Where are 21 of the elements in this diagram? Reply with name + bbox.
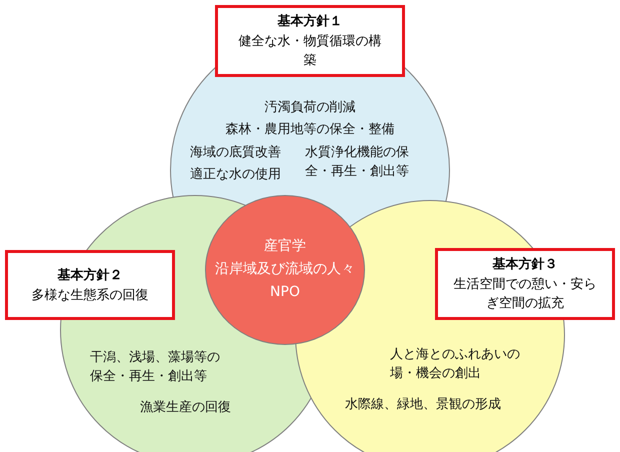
- measure-text: 干潟、浅場、藻場等の保全・再生・創出等: [90, 349, 221, 386]
- policy-heading: 基本方針１: [278, 12, 342, 31]
- policy-heading: 基本方針２: [58, 266, 122, 284]
- policy-text: 生活空間での憩い・安らぎ空間の拡充: [452, 276, 598, 313]
- measure-text: 水際線、緑地、景観の形成: [345, 396, 502, 414]
- measure-text: 水質浄化機能の保全・再生・創出等: [305, 144, 410, 181]
- measure-text: 汚濁負荷の削減: [264, 99, 356, 117]
- policy-box: [435, 248, 615, 320]
- policy-text: 多様な生態系の回復: [32, 286, 148, 304]
- policy-box: [215, 5, 405, 77]
- stakeholder-text: 産官学: [263, 237, 307, 256]
- policy-box: [5, 250, 175, 320]
- measure-text: 適正な水の使用: [190, 166, 282, 184]
- stakeholder-text: 沿岸域及び流域の人々: [214, 260, 356, 279]
- policy-text: 健全な水・物質循環の構築: [238, 33, 382, 70]
- stakeholder-text: NPO: [269, 283, 301, 302]
- measure-text: 漁業生産の回復: [140, 399, 232, 417]
- measure-text: 海域の底質改善: [190, 144, 282, 162]
- measure-text: 人と海とのふれあいの場・機会の創出: [390, 346, 521, 383]
- measure-text: 森林・農用地等の保全・整備: [224, 121, 396, 139]
- policy-heading: 基本方針３: [492, 256, 558, 274]
